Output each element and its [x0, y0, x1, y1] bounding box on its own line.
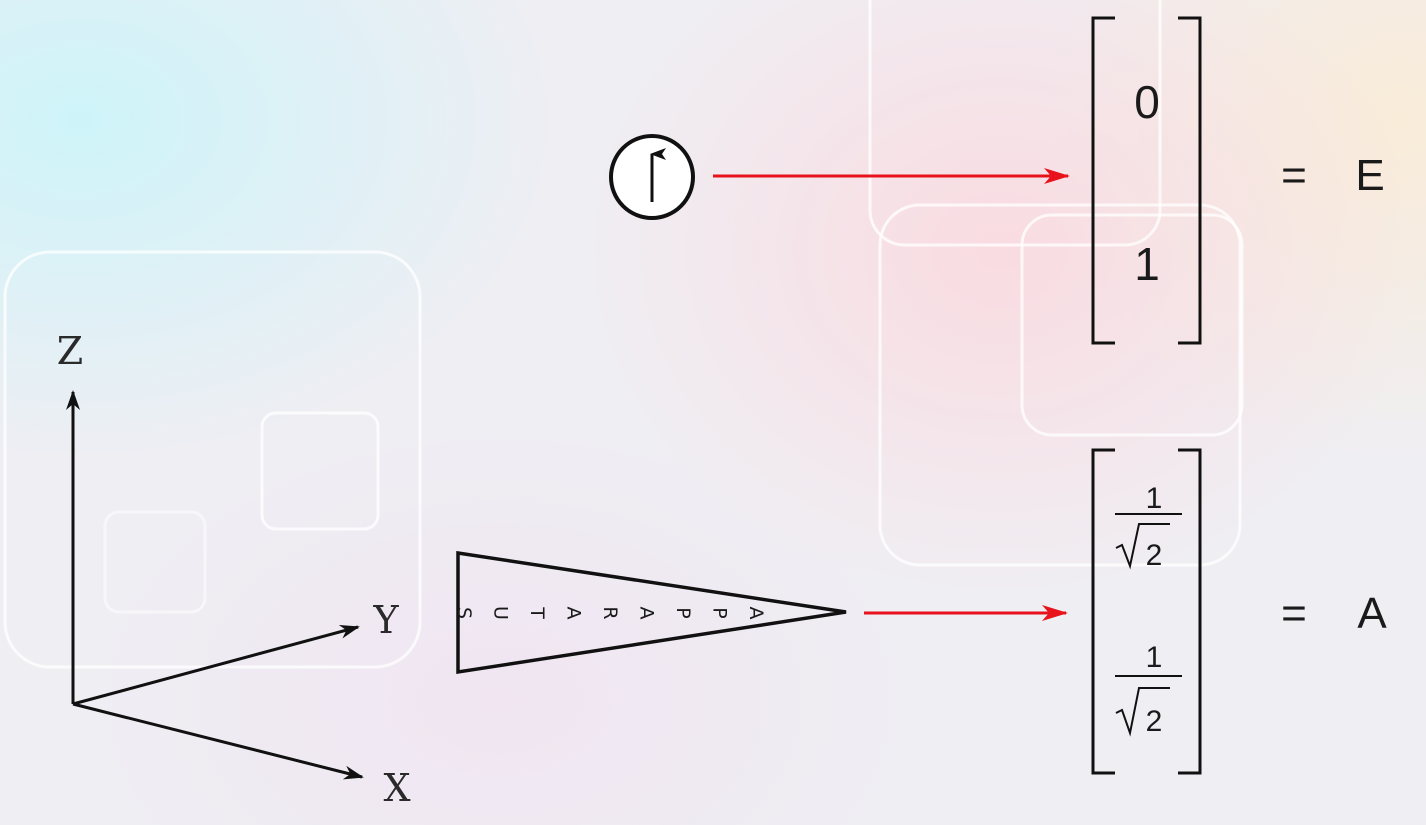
equals-sign-a: =	[1281, 589, 1307, 638]
coordinate-axes: Z Y X	[57, 329, 411, 810]
y-axis-label: Y	[372, 598, 399, 642]
matrix-a-left-bracket	[1091, 448, 1115, 775]
matrix-e-entry-top: 0	[1134, 76, 1160, 128]
matrix-e-right-bracket	[1178, 16, 1202, 345]
fraction-numerator: 1	[1146, 482, 1163, 515]
matrix-e-entry-bottom: 1	[1134, 238, 1160, 290]
result-e: E	[1355, 151, 1384, 200]
z-axis-label: Z	[57, 329, 83, 373]
apparatus-letter: P	[672, 607, 694, 618]
sqrt-icon	[1115, 687, 1170, 737]
apparatus-letter: P	[709, 607, 731, 618]
matrix-e: 0 1 = E	[1091, 16, 1385, 345]
x-axis-label: X	[383, 766, 410, 810]
matrix-a-right-bracket	[1178, 448, 1202, 775]
apparatus-wedge	[456, 550, 847, 675]
sqrt-icon	[1115, 523, 1170, 570]
matrix-a: 1 2 1 2 = A	[1091, 448, 1387, 775]
fraction-denominator: 2	[1146, 539, 1163, 572]
apparatus-letter: A	[636, 607, 658, 620]
spin-up-symbol	[609, 134, 695, 220]
background-decoration	[3, 0, 1244, 669]
apparatus-letter: T	[526, 606, 548, 619]
equals-sign-e: =	[1281, 151, 1307, 200]
apparatus-letter: U	[490, 606, 512, 620]
result-a: A	[1357, 589, 1387, 638]
matrix-e-left-bracket	[1091, 16, 1115, 345]
apparatus-letter: A	[563, 607, 585, 620]
y-axis	[72, 624, 360, 706]
x-axis	[72, 702, 364, 780]
fraction-numerator: 1	[1146, 641, 1163, 674]
apparatus-letter: S	[453, 607, 475, 619]
fraction-denominator: 2	[1146, 705, 1163, 738]
apparatus-letter: A	[745, 607, 767, 620]
matrix-a-entry-top: 1 2	[1115, 482, 1182, 572]
apparatus-letter: R	[599, 606, 621, 619]
matrix-a-entry-bottom: 1 2	[1115, 641, 1182, 738]
